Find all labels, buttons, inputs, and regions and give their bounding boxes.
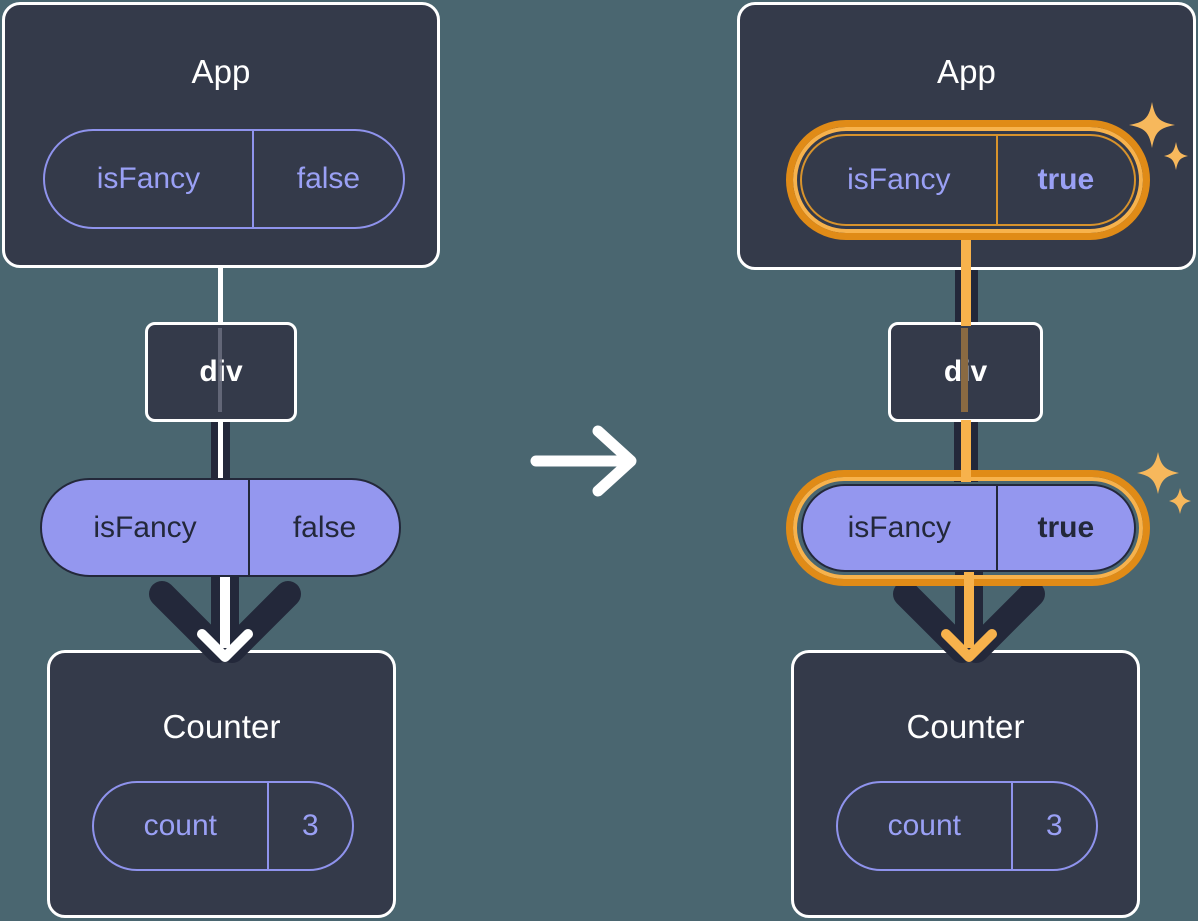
sparkle-small-icon xyxy=(1164,142,1188,170)
app-state-value-right: true xyxy=(1037,163,1095,196)
counter-state-value-left: 3 xyxy=(301,809,319,842)
counter-box-right: Counter count 3 xyxy=(791,650,1140,918)
connector-through-div-left xyxy=(218,328,222,412)
prop-arrow-head-right xyxy=(941,572,997,662)
prop-key-left: isFancy xyxy=(42,480,250,575)
prop-arrow-head-left xyxy=(197,572,253,662)
counter-box-left: Counter count 3 xyxy=(47,650,396,918)
prop-key-right: isFancy xyxy=(803,486,998,570)
app-state-value-left: false xyxy=(296,162,361,195)
sparkle-large-icon xyxy=(1129,102,1175,148)
counter-state-pill-left: count 3 xyxy=(92,781,354,871)
counter-state-key-left: count xyxy=(94,783,269,869)
app-state-highlight-ring-right xyxy=(786,120,1150,240)
counter-state-pill-right: count 3 xyxy=(836,781,1098,871)
connector-app-to-div-left xyxy=(218,260,223,325)
counter-state-value-right: 3 xyxy=(1045,809,1063,842)
transition-arrow-icon xyxy=(530,425,637,497)
app-title-right: App xyxy=(936,53,997,90)
app-title-left: App xyxy=(191,53,251,90)
sparkle-group-app-right xyxy=(1129,102,1188,170)
connector-app-to-div-core-right xyxy=(961,240,971,326)
app-box-left: App isFancy false xyxy=(2,2,440,268)
app-state-pill-right: isFancy true xyxy=(800,134,1136,226)
prop-value-left: false xyxy=(292,510,357,544)
connector-through-div-right xyxy=(961,328,968,412)
sparkle-small-icon xyxy=(1169,488,1191,514)
sparkle-large-icon xyxy=(1137,452,1179,494)
counter-title-left: Counter xyxy=(162,708,281,745)
connector-div-to-prop-core-right xyxy=(961,420,971,482)
counter-title-right: Counter xyxy=(906,708,1025,745)
prop-value-right: true xyxy=(1037,511,1095,544)
app-state-key-right: isFancy xyxy=(802,136,998,224)
app-state-pill-left: isFancy false xyxy=(43,129,405,229)
sparkle-group-prop-right xyxy=(1137,452,1191,514)
prop-pill-right: isFancy true xyxy=(801,484,1136,572)
counter-state-key-right: count xyxy=(838,783,1013,869)
prop-pill-left: isFancy false xyxy=(40,478,401,577)
app-state-key-left: isFancy xyxy=(45,131,254,227)
connector-div-to-prop-core-left xyxy=(218,420,223,482)
